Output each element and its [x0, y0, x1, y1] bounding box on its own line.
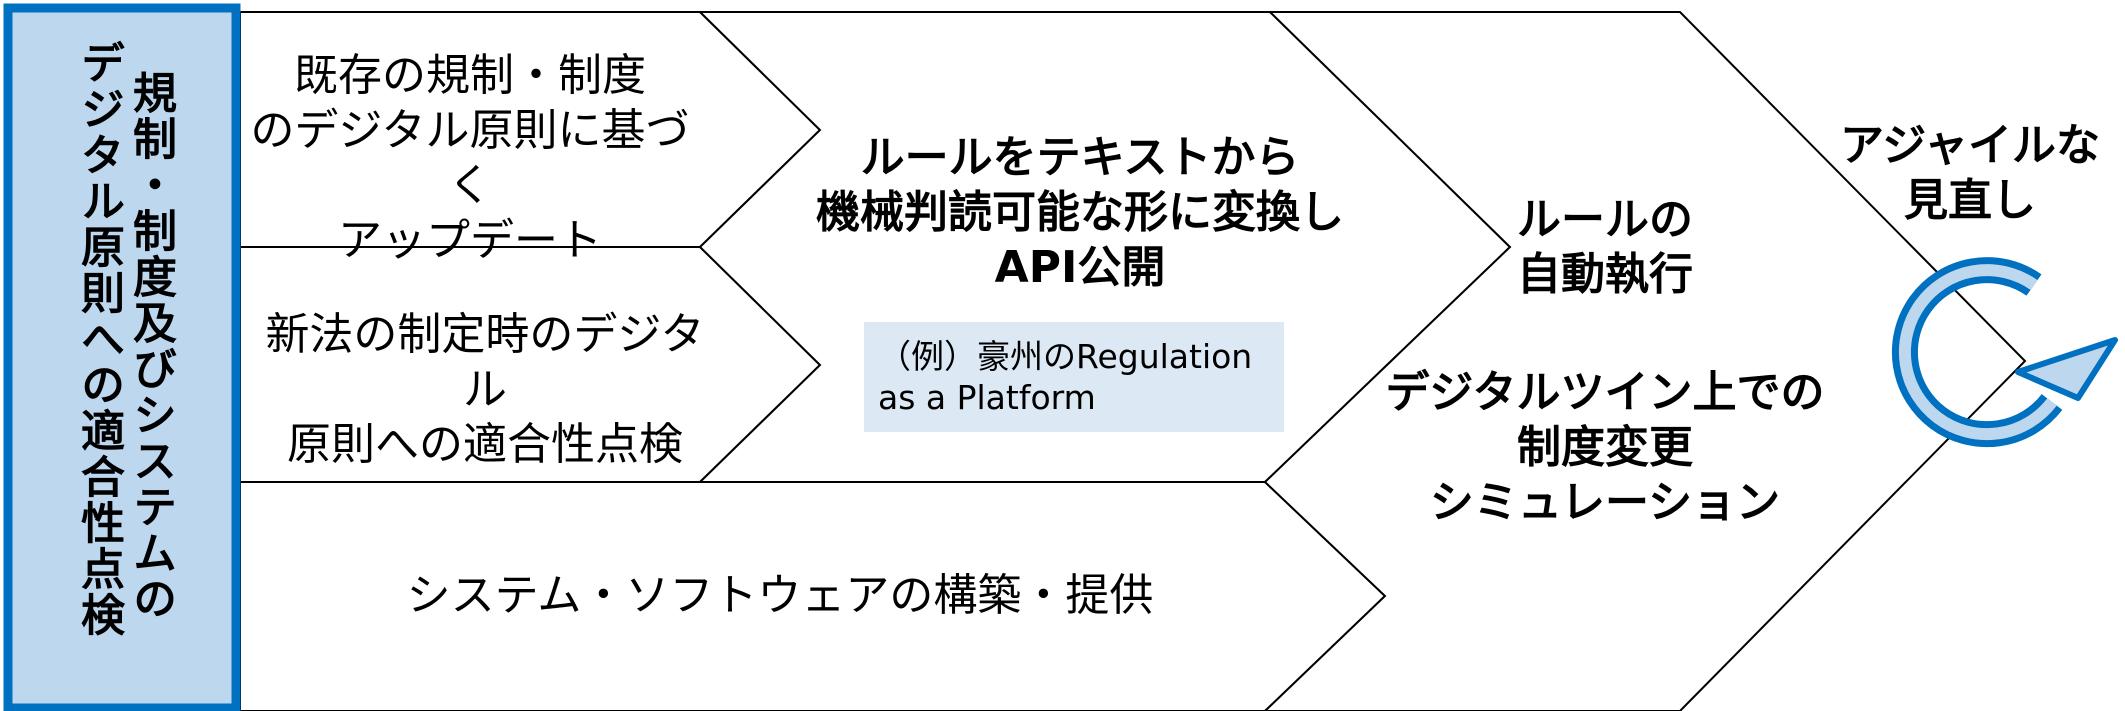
agile-line2: 見直し	[1904, 175, 2036, 226]
new-law-check-line2: 原則への適合性点検	[287, 419, 683, 470]
machine-readable-line2: 機械判読可能な形に変換し	[816, 187, 1344, 238]
example-line2: as a Platform	[878, 378, 1096, 418]
new-law-check-text: 新法の制定時のデジタル 原則への適合性点検	[250, 307, 720, 472]
example-box: （例）豪州のRegulation as a Platform	[864, 322, 1284, 432]
machine-readable-line3: API公開	[994, 242, 1166, 293]
update-existing-text: 既存の規制・制度 のデジタル原則に基づく アップデート	[250, 48, 690, 268]
auto-exec-heading: ルールの 自動執行	[1390, 192, 1820, 302]
left-panel	[3, 3, 241, 711]
auto-exec-line4: 制度変更	[1517, 422, 1693, 473]
new-law-check-line1: 新法の制定時のデジタル	[265, 309, 705, 415]
machine-readable-line1: ルールをテキストから	[860, 132, 1300, 183]
auto-exec-line2: 自動執行	[1517, 249, 1693, 300]
agile-text: アジャイルな 見直し	[1830, 118, 2110, 228]
agile-line1: アジャイルな	[1839, 120, 2101, 171]
left-panel-line2: デジタル原則への適合性点検	[73, 40, 124, 638]
chevron-auto-exec	[1263, 11, 2027, 711]
example-line1: （例）豪州のRegulation	[878, 337, 1253, 376]
update-existing-line2: のデジタル原則に基づく	[250, 105, 690, 211]
auto-exec-line1: ルールの	[1517, 194, 1693, 245]
auto-exec-simulation: デジタルツイン上での 制度変更 シミュレーション	[1370, 365, 1840, 530]
system-build-text: システム・ソフトウェアの構築・提供	[406, 570, 1154, 621]
auto-exec-line5: シミュレーション	[1429, 477, 1781, 528]
update-existing-line3: アップデート	[338, 215, 602, 266]
machine-readable-text: ルールをテキストから 機械判読可能な形に変換し API公開	[790, 130, 1370, 295]
left-panel-line1: 規制・制度及びシステムの	[125, 70, 176, 622]
circular-arrow-icon	[1891, 257, 2118, 448]
auto-exec-line3: デジタルツイン上での	[1385, 367, 1825, 418]
update-existing-line1: 既存の規制・制度	[294, 50, 646, 101]
